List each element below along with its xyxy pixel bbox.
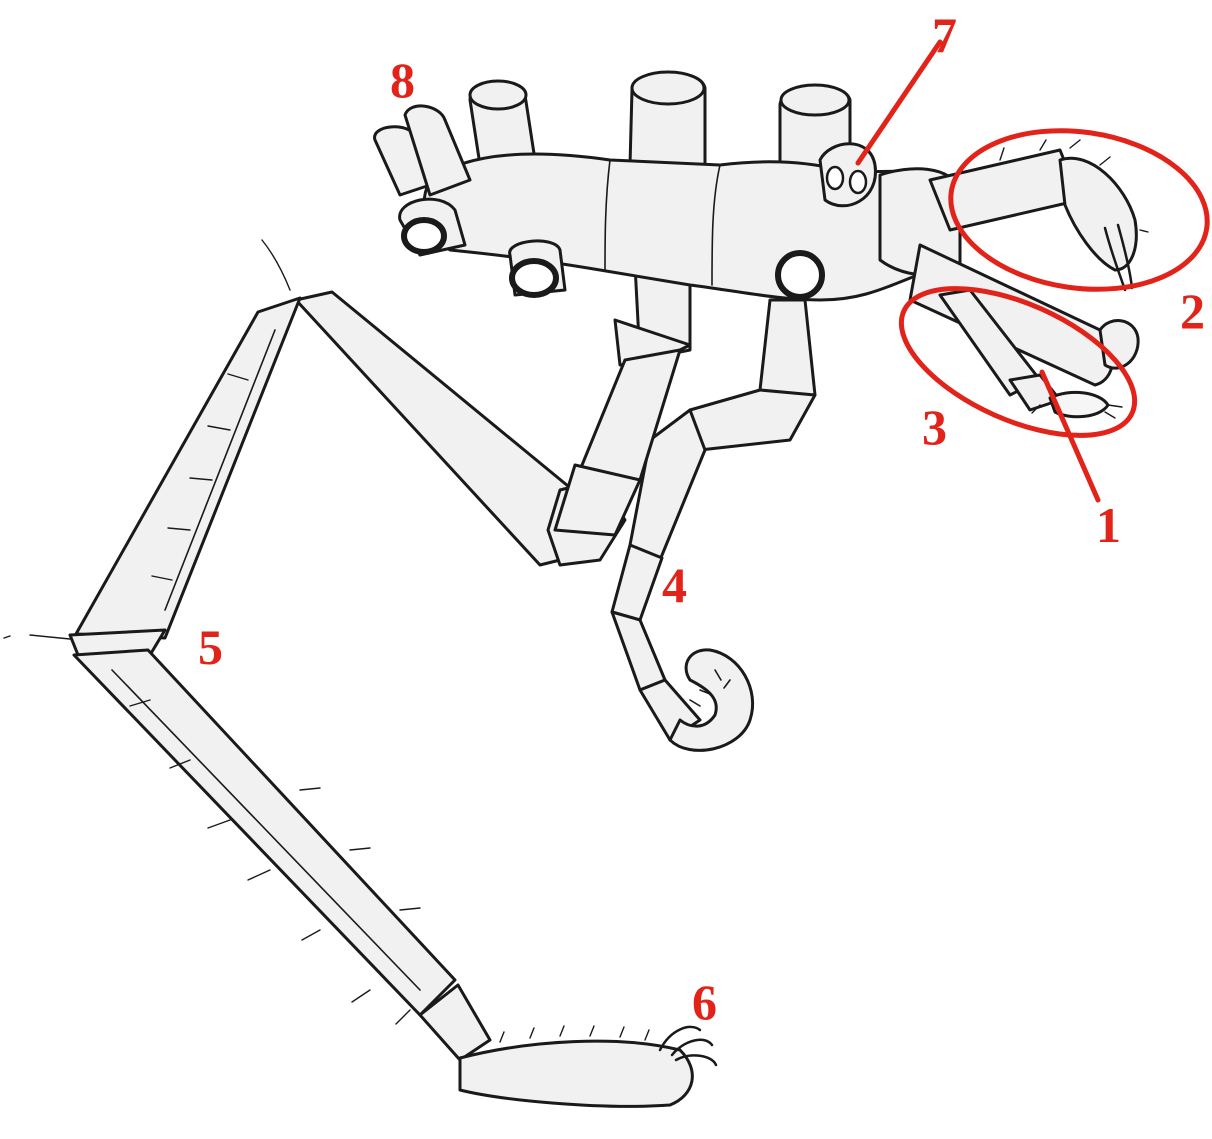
label-2: 2 — [1180, 286, 1205, 336]
lateral-process-socket — [512, 261, 556, 295]
leg-segment-upper — [296, 292, 585, 565]
lateral-process-socket — [404, 220, 444, 252]
label-4: 4 — [662, 560, 687, 610]
walking-leg-long — [4, 240, 716, 1106]
pointer-line-7 — [858, 42, 940, 163]
leg-socket — [778, 253, 822, 297]
label-1: 1 — [1096, 500, 1121, 550]
leg-segment-lower — [74, 650, 455, 1015]
label-3: 3 — [922, 402, 947, 452]
label-7: 7 — [932, 10, 957, 60]
leg-segment-middle — [76, 298, 300, 638]
leg-propodus — [460, 1041, 692, 1106]
label-8: 8 — [390, 55, 415, 105]
label-5: 5 — [198, 622, 223, 672]
label-6: 6 — [692, 977, 717, 1027]
